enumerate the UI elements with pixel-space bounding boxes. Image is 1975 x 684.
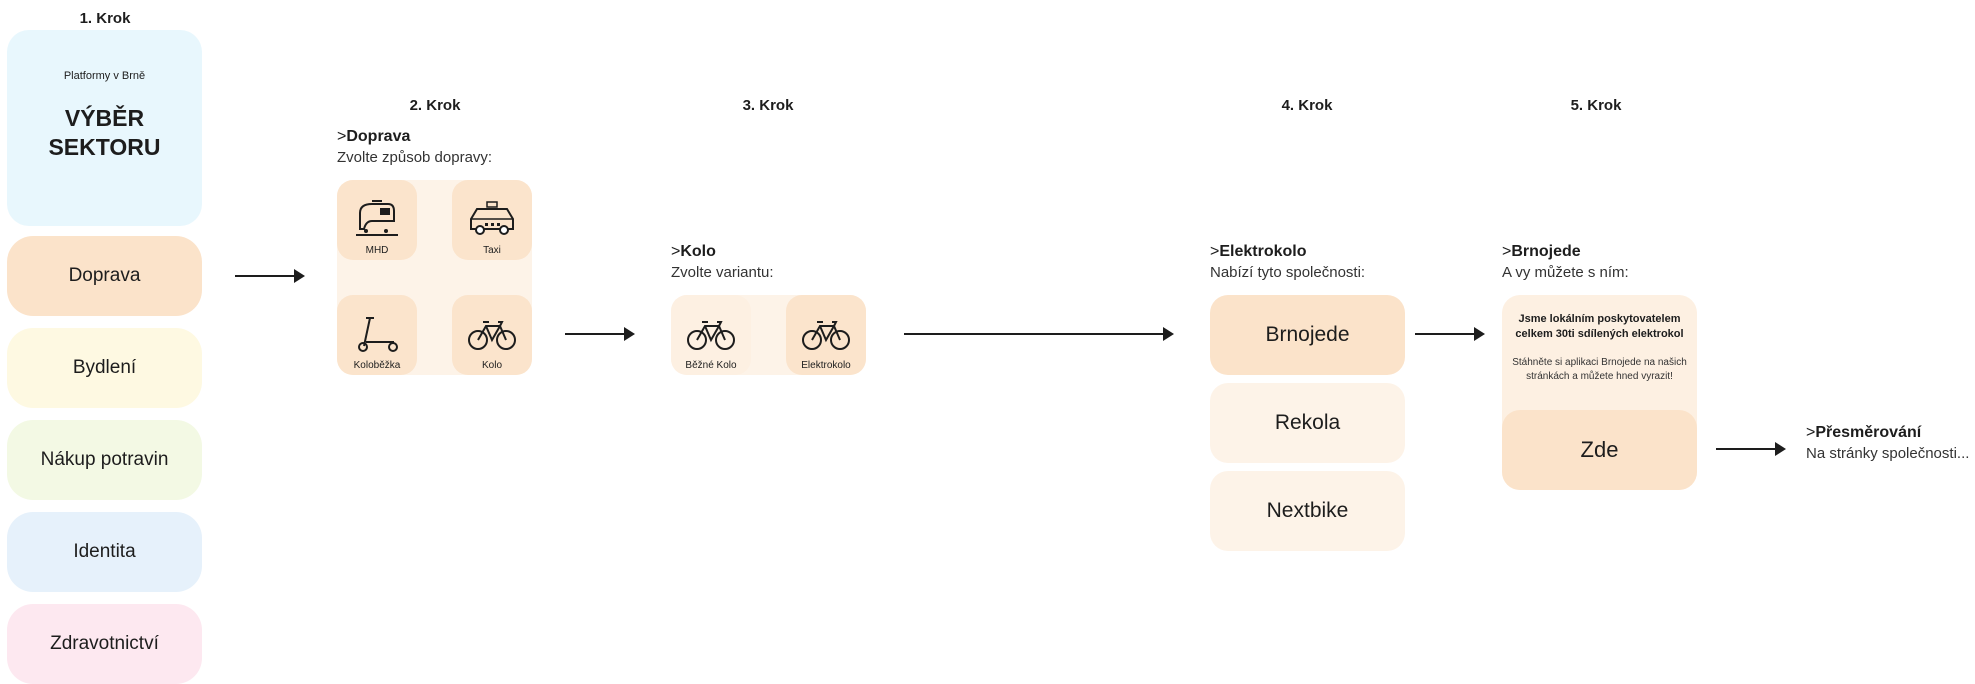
scooter-icon [358,317,398,352]
transport-option-label: Kolo [481,360,502,371]
taxi-icon [470,201,514,235]
company-info-title: Jsme lokálním poskytovatelem celkem 30ti… [1515,313,1684,340]
arrow-5 [1716,442,1786,456]
go-here-button[interactable]: Zde [1502,410,1697,490]
step-3-subtitle: Zvolte variantu: [671,264,774,281]
step-5-subtitle: A vy můžete s ním: [1502,264,1629,281]
intro-title: VÝBĚR SEKTORU [48,105,161,160]
step-4-title: Elektrokolo [1219,243,1307,260]
bicycle-icon [468,321,516,350]
company-info-text: Stáhněte si aplikaci Brnojede na našich … [1512,357,1687,382]
arrow-1 [235,269,305,283]
transport-option-kolobezka[interactable]: Koloběžka [337,295,417,375]
company-button-rekola[interactable]: Rekola [1210,383,1405,463]
sector-button-bydleni[interactable]: Bydlení [7,328,202,408]
transport-option-mhd[interactable]: MHD [337,180,417,260]
bicycle-icon [687,321,735,350]
transport-options-panel: MHD Taxi Koloběžka Kolo [337,180,532,375]
transport-option-label: Koloběžka [353,360,401,371]
sector-button-identita[interactable]: Identita [7,512,202,592]
bicycle-icon [802,321,850,350]
bike-option-label: Elektrokolo [801,360,851,371]
bike-option-elektrokolo[interactable]: Elektrokolo [786,295,866,375]
transport-option-label: Taxi [483,245,501,256]
step-2-heading: >Doprava Zvolte způsob dopravy: [337,128,493,166]
step-5-heading: >Brnojede A vy můžete s ním: [1502,243,1629,281]
sector-intro-card: Platformy v Brně VÝBĚR SEKTORU [7,30,202,226]
redirect-heading: >Přesměrování Na stránky společnosti... [1806,424,1970,462]
step-1-label: 1. Krok [79,10,131,27]
step-2-title: Doprava [346,128,411,145]
redirect-subtitle: Na stránky společnosti... [1806,445,1970,462]
step-3-heading: >Kolo Zvolte variantu: [671,243,774,281]
bike-option-label: Běžné Kolo [685,360,737,371]
step-4-label: 4. Krok [1281,97,1333,114]
step-5-label: 5. Krok [1570,97,1622,114]
step-4-heading: >Elektrokolo Nabízí tyto společnosti: [1210,243,1366,281]
company-button-nextbike[interactable]: Nextbike [1210,471,1405,551]
step-2-label: 2. Krok [409,97,461,114]
transport-option-kolo[interactable]: Kolo [452,295,532,375]
transport-option-taxi[interactable]: Taxi [452,180,532,260]
step-4-subtitle: Nabízí tyto společnosti: [1210,264,1366,281]
sector-button-doprava[interactable]: Doprava [7,236,202,316]
arrow-3 [904,327,1174,341]
arrow-4 [1415,327,1485,341]
step-5-title: Brnojede [1511,243,1581,260]
bike-variant-panel: Běžné Kolo Elektrokolo [671,295,866,375]
company-button-brnojede[interactable]: Brnojede [1210,295,1405,375]
company-info-card: Jsme lokálním poskytovatelem celkem 30ti… [1502,295,1697,490]
sector-button-zdravotnictvi[interactable]: Zdravotnictví [7,604,202,684]
arrow-2 [565,327,635,341]
sector-button-nakup-potravin[interactable]: Nákup potravin [7,420,202,500]
transport-option-label: MHD [365,245,389,256]
intro-subtitle: Platformy v Brně [63,70,146,82]
redirect-title: Přesměrování [1815,424,1922,441]
step-2-subtitle: Zvolte způsob dopravy: [337,149,493,166]
step-3-title: Kolo [680,243,716,260]
tram-icon [356,200,398,236]
step-3-label: 3. Krok [742,97,794,114]
bike-option-bezne-kolo[interactable]: Běžné Kolo [671,295,751,375]
